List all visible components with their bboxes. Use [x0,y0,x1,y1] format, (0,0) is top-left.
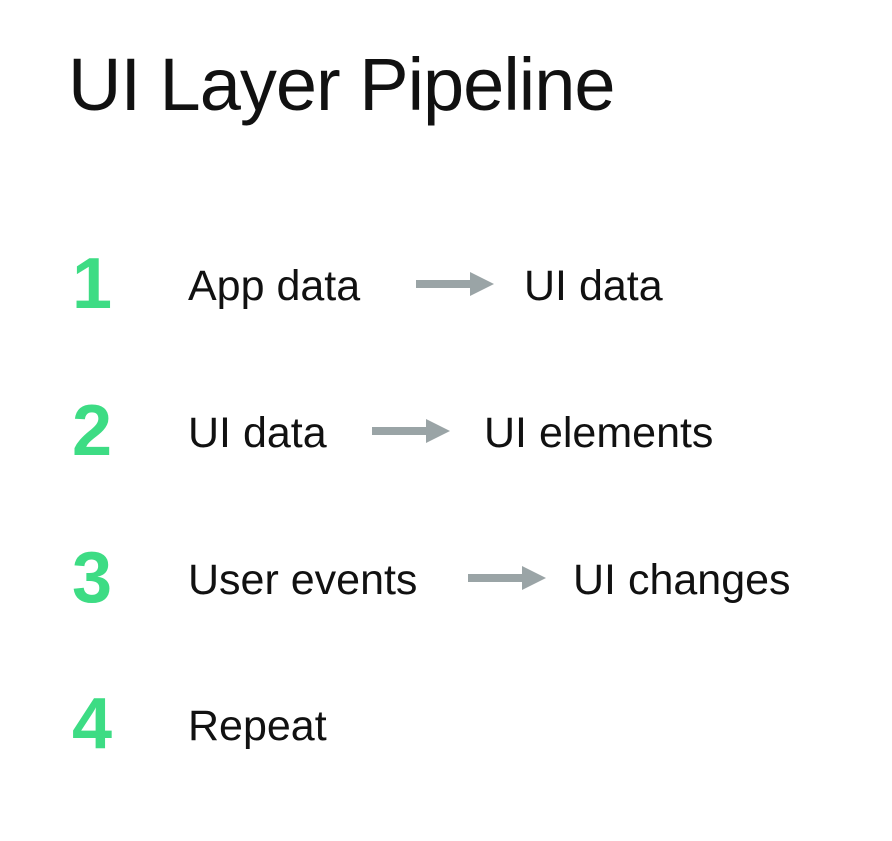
step-number: 3 [72,538,113,618]
step-source-label: App data [188,262,361,310]
step-number: 2 [72,391,113,471]
step-source-label: User events [188,556,418,604]
step-source-label: UI data [188,409,327,457]
right-arrow-icon [416,272,494,296]
step-source-label: Repeat [188,702,327,750]
pipeline-step-1: 1 App data UI data [0,244,892,324]
pipeline-step-2: 2 UI data UI elements [0,391,892,471]
right-arrow-icon [468,566,546,590]
step-number: 1 [72,244,113,324]
step-target-label: UI data [524,262,663,310]
step-number: 4 [72,684,113,764]
right-arrow-icon [372,419,450,443]
pipeline-step-4: 4 Repeat [0,684,892,764]
pipeline-step-3: 3 User events UI changes [0,538,892,618]
step-target-label: UI changes [573,556,791,604]
page-title: UI Layer Pipeline [68,43,616,126]
step-target-label: UI elements [484,409,714,457]
